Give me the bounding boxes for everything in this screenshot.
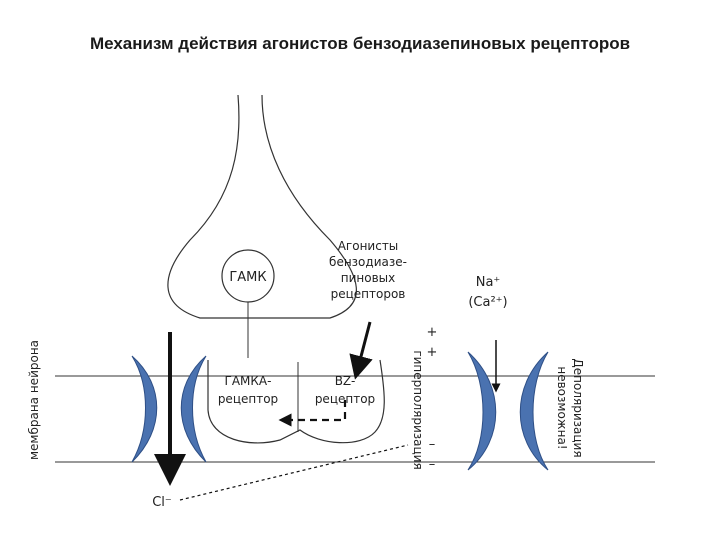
depolarization-label-2: невозможна! — [555, 366, 569, 449]
membrane-label: мембрана нейрона — [27, 340, 41, 460]
bz-receptor-label-1: BZ- — [335, 374, 356, 388]
agonists-label-3: пиновых — [341, 271, 395, 285]
chloride-label: Cl⁻ — [152, 495, 172, 510]
page-title: Механизм действия агонистов бензодиазепи… — [89, 34, 631, 53]
sodium-channel-right — [519, 351, 549, 471]
plus-sign-1: + — [427, 325, 438, 340]
sodium-label-2: (Ca²⁺) — [468, 295, 507, 310]
chloride-channel-right — [180, 355, 207, 463]
sodium-label-1: Na⁺ — [476, 275, 501, 290]
gabaa-receptor-label-1: ГАМКА- — [225, 374, 272, 388]
chloride-channel-left — [131, 355, 158, 463]
agonists-label-4: рецепторов — [331, 287, 406, 301]
presynaptic-terminal-outline — [167, 94, 357, 319]
bz-to-gabaa-dashed-arrow — [278, 400, 347, 427]
plus-sign-2: + — [427, 345, 438, 360]
gaba-label: ГАМК — [229, 270, 266, 285]
minus-sign-2: – — [429, 457, 436, 472]
depolarization-label-1: Деполяризация — [571, 358, 585, 457]
receptor-complex-outline — [207, 359, 385, 444]
bz-receptor-label-2: рецептор — [315, 392, 375, 406]
agonist-arrow — [349, 321, 373, 380]
hyperpolarization-dotted-line — [179, 444, 409, 501]
sodium-channel-left — [467, 351, 497, 471]
gabaa-receptor-label-2: рецептор — [218, 392, 278, 406]
minus-sign-1: – — [429, 437, 436, 452]
hyperpolarization-label: гиперполяризация — [411, 350, 425, 469]
agonists-label-1: Агонисты — [338, 239, 399, 253]
agonists-label-2: бензодиазе- — [329, 255, 407, 269]
